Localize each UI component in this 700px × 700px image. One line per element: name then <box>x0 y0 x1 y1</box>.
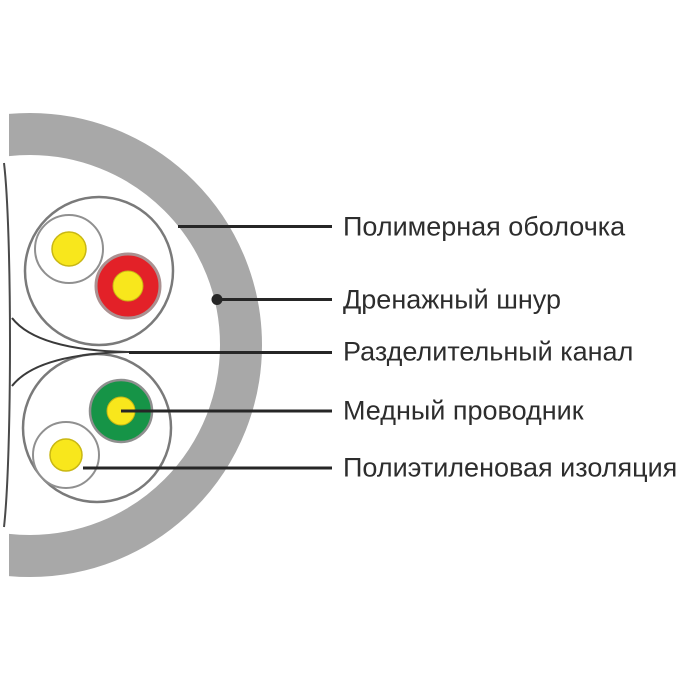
label-drain-cord: Дренажный шнур <box>343 284 561 315</box>
label-separation-channel: Разделительный канал <box>343 336 634 367</box>
label-polyethylene-insulation: Полиэтиленовая изоляция <box>343 452 678 483</box>
label-polymer-sheath: Полимерная оболочка <box>343 211 626 242</box>
wire-red-conductor <box>112 270 144 302</box>
separation-channel-upper-curve <box>11 317 130 353</box>
wire-white-top-conductor <box>51 231 87 267</box>
label-copper-conductor: Медный проводник <box>343 395 584 426</box>
polymer-sheath-ring <box>9 113 262 577</box>
separation-channel-lower-curve <box>11 351 130 387</box>
drain-cord-dot <box>211 294 223 305</box>
wire-white-bottom-conductor <box>49 438 83 472</box>
left-film-edge-line <box>3 162 11 528</box>
